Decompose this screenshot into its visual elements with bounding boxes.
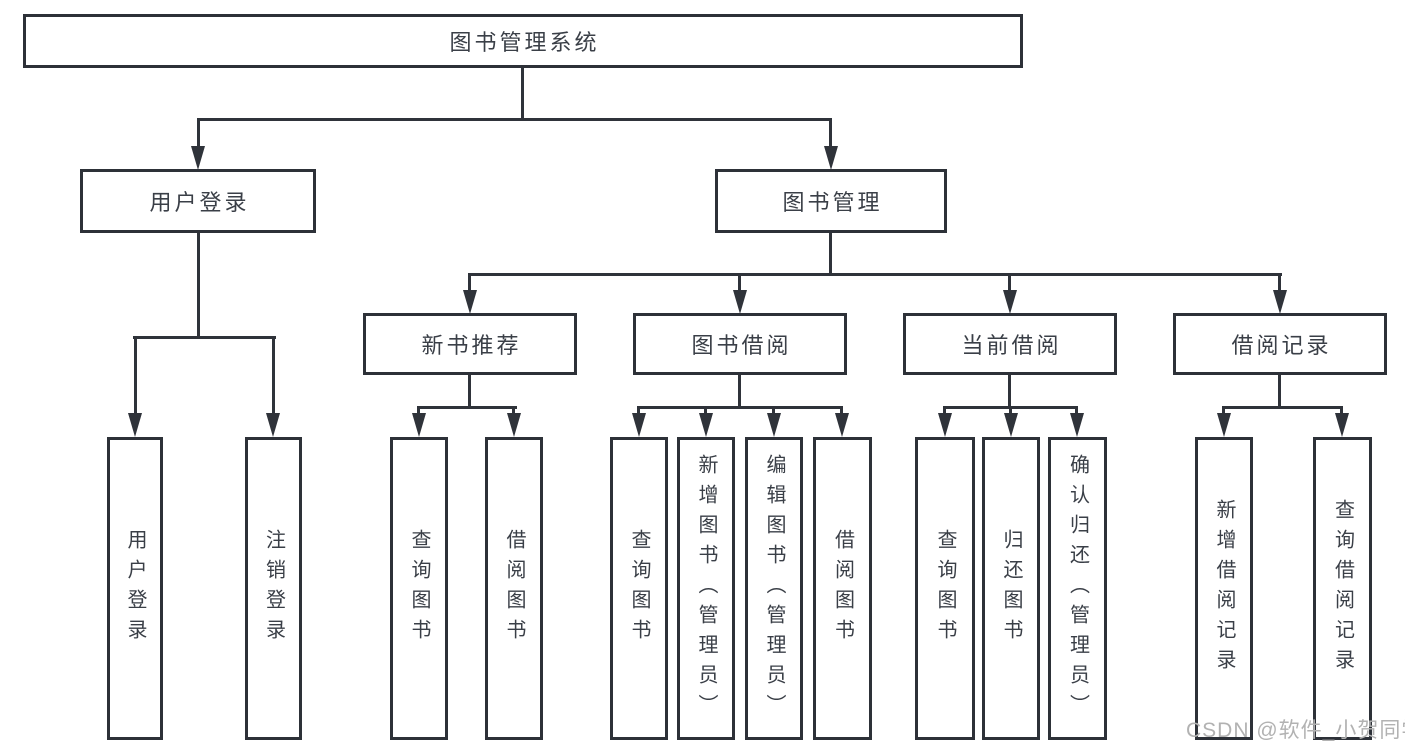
connector-drop-bb-query: [637, 406, 640, 415]
leaf-nb-borrow-books: 借阅图书: [485, 437, 543, 740]
connector-drop-leaf-user-login: [134, 336, 137, 415]
connector-drop-new-book-recommend: [468, 273, 471, 291]
connector-drop-nb-borrow: [512, 406, 515, 415]
connector-borrowing-records-branch: [1222, 406, 1343, 409]
connector-drop-book-borrowing: [738, 273, 741, 291]
connector-drop-br-query: [1340, 406, 1343, 415]
arrow-to-nb-borrow: [507, 413, 521, 437]
leaf-br-query-record: 查询借阅记录: [1313, 437, 1372, 740]
leaf-label: 用户登录: [124, 528, 146, 649]
connector-new-book-stem: [468, 375, 471, 406]
connector-user-login-branch: [133, 336, 276, 339]
node-user-login: 用户登录: [80, 169, 316, 233]
arrow-to-new-book-recommend: [463, 290, 477, 314]
leaf-logout: 注销登录: [245, 437, 302, 740]
leaf-label: 查询图书: [408, 528, 430, 649]
arrow-to-bb-add: [699, 413, 713, 437]
leaf-cb-confirm-return: 确认归还（管理员）: [1048, 437, 1107, 740]
connector-user-login-stem: [197, 233, 200, 336]
connector-drop-nb-query: [417, 406, 420, 415]
csdn-watermark: CSDN @软件_小贺同学: [1186, 719, 1405, 742]
arrow-to-leaf-logout: [266, 413, 280, 437]
node-borrowing-records: 借阅记录: [1173, 313, 1387, 375]
connector-level1-branch: [197, 118, 832, 121]
leaf-bb-borrow-books: 借阅图书: [813, 437, 872, 740]
connector-drop-bb-borrow: [840, 406, 843, 415]
node-label: 图书管理: [782, 190, 883, 215]
node-book-borrowing: 图书借阅: [633, 313, 847, 375]
node-label: 借阅记录: [1231, 333, 1332, 358]
leaf-bb-edit-books: 编辑图书（管理员）: [745, 437, 803, 740]
arrow-to-leaf-user-login: [128, 413, 142, 437]
node-label: 图书借阅: [691, 333, 792, 358]
connector-drop-cb-return: [1009, 406, 1012, 415]
connector-borrowing-records-stem: [1278, 375, 1281, 406]
leaf-nb-query-books: 查询图书: [390, 437, 448, 740]
connector-drop-cb-query: [943, 406, 946, 415]
leaf-label: 借阅图书: [503, 528, 525, 649]
leaf-label: 归还图书: [1000, 528, 1022, 649]
node-new-book-recommend: 新书推荐: [363, 313, 577, 375]
arrow-to-br-add: [1217, 413, 1231, 437]
connector-drop-leaf-logout: [272, 336, 275, 415]
connector-current-borrowing-stem: [1008, 375, 1011, 406]
node-book-management: 图书管理: [715, 169, 947, 233]
leaf-label: 新增借阅记录: [1213, 498, 1235, 679]
arrow-to-cb-confirm: [1070, 413, 1084, 437]
arrow-to-cb-return: [1004, 413, 1018, 437]
leaf-cb-query-books: 查询图书: [915, 437, 975, 740]
connector-drop-current-borrowing: [1008, 273, 1011, 291]
leaf-label: 查询图书: [628, 528, 650, 649]
connector-drop-bb-edit: [772, 406, 775, 415]
node-library-management-system: 图书管理系统: [23, 14, 1023, 68]
leaf-label: 确认归还（管理员）: [1066, 453, 1089, 724]
arrow-to-borrowing-records: [1273, 290, 1287, 314]
connector-drop-book-management: [829, 118, 832, 147]
leaf-bb-add-books: 新增图书（管理员）: [677, 437, 735, 740]
connector-book-borrowing-branch: [637, 406, 843, 409]
connector-book-borrowing-stem: [738, 375, 741, 406]
node-current-borrowing: 当前借阅: [903, 313, 1117, 375]
connector-drop-user-login: [197, 118, 200, 147]
leaf-label: 新增图书（管理员）: [695, 453, 717, 724]
leaf-cb-return-books: 归还图书: [982, 437, 1040, 740]
arrow-to-nb-query: [412, 413, 426, 437]
connector-drop-cb-confirm: [1075, 406, 1078, 415]
connector-drop-bb-add: [704, 406, 707, 415]
arrow-to-user-login: [191, 146, 205, 170]
node-label: 用户登录: [149, 190, 250, 215]
connector-root-stem: [521, 68, 524, 118]
leaf-user-login: 用户登录: [107, 437, 163, 740]
leaf-br-add-record: 新增借阅记录: [1195, 437, 1253, 740]
arrow-to-bb-edit: [767, 413, 781, 437]
leaf-label: 编辑图书（管理员）: [763, 453, 785, 724]
connector-drop-borrowing-records: [1278, 273, 1281, 291]
leaf-label: 注销登录: [262, 528, 285, 649]
leaf-label: 查询借阅记录: [1331, 498, 1354, 679]
arrow-to-cb-query: [938, 413, 952, 437]
connector-new-book-branch: [417, 406, 517, 409]
node-label: 当前借阅: [961, 333, 1062, 358]
leaf-label: 借阅图书: [831, 528, 854, 649]
arrow-to-book-management: [824, 146, 838, 170]
arrow-to-bb-query: [632, 413, 646, 437]
leaf-bb-query-books: 查询图书: [610, 437, 668, 740]
connector-book-management-stem: [829, 233, 832, 273]
node-label: 新书推荐: [421, 333, 522, 358]
arrow-to-bb-borrow: [835, 413, 849, 437]
arrow-to-br-query: [1335, 413, 1349, 437]
connector-level3-branch: [468, 273, 1282, 276]
arrow-to-current-borrowing: [1003, 290, 1017, 314]
leaf-label: 查询图书: [934, 528, 956, 649]
arrow-to-book-borrowing: [733, 290, 747, 314]
node-label: 图书管理系统: [449, 30, 600, 55]
connector-drop-br-add: [1222, 406, 1225, 415]
